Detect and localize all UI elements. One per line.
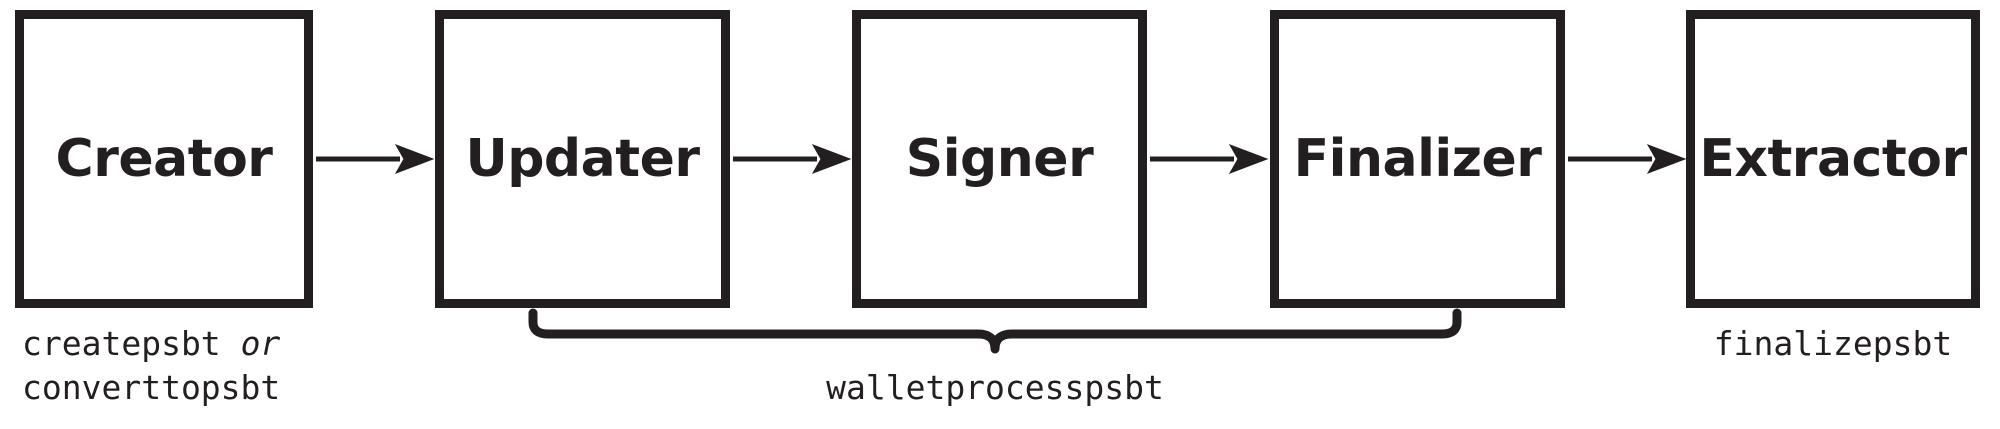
arrow-updater-to-signer [733,144,852,174]
stage-label-updater: Updater [465,129,700,189]
stage-box-updater[interactable]: Updater [435,10,730,308]
creator-command-conjunction: or [240,324,281,363]
creator-command-line-1: createpsbt or [22,322,280,366]
stage-box-extractor[interactable]: Extractor [1686,10,1980,308]
creator-command-annotation: createpsbt or converttopsbt [22,322,280,409]
stage-label-signer: Signer [905,129,1094,189]
stage-label-finalizer: Finalizer [1293,129,1542,189]
brace-command-annotation: walletprocesspsbt [826,368,1164,407]
creator-command-converttopsbt: converttopsbt [22,367,281,407]
extractor-command-annotation: finalizepsbt [1713,324,1953,363]
stage-label-creator: Creator [55,129,273,189]
stage-box-finalizer[interactable]: Finalizer [1270,10,1565,308]
stage-label-extractor: Extractor [1699,129,1967,189]
stage-box-creator[interactable]: Creator [15,10,313,308]
stage-box-signer[interactable]: Signer [852,10,1147,308]
arrow-creator-to-updater [316,144,435,174]
arrow-signer-to-finalizer [1150,144,1269,174]
arrow-finalizer-to-extractor [1568,144,1687,174]
group-brace-walletprocesspsbt [528,308,1462,354]
creator-command-createpsbt: createpsbt [22,324,221,363]
